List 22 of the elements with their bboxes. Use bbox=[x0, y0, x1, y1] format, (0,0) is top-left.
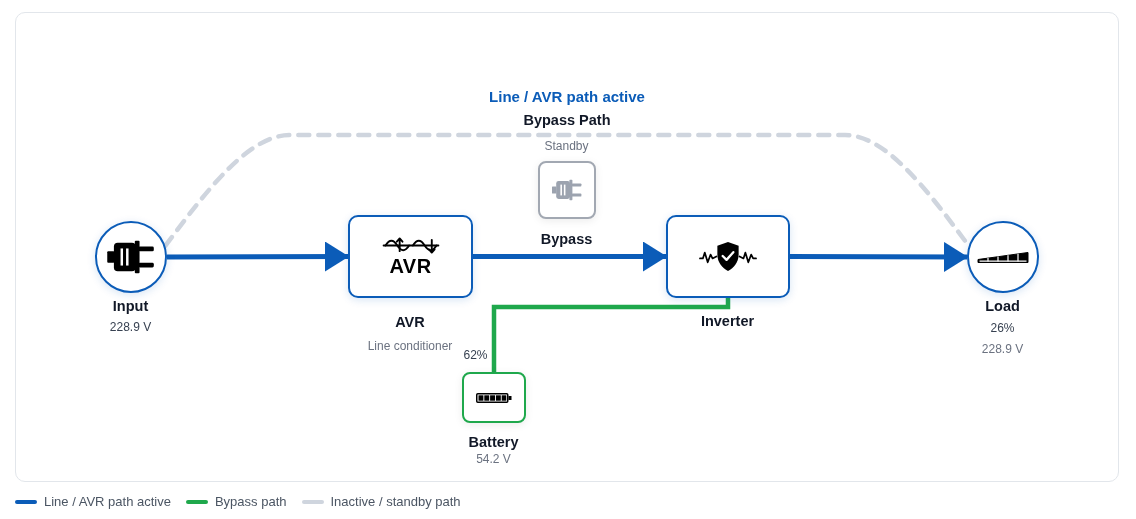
load-percent: 26% bbox=[990, 320, 1015, 335]
voltage-reading: 228.9 V bbox=[981, 341, 1024, 356]
arrow bbox=[473, 241, 667, 272]
legend-label: Inactive / standby path bbox=[330, 494, 461, 510]
arrow bbox=[790, 241, 968, 272]
node-label: Load bbox=[985, 297, 1020, 314]
node-label: AVR bbox=[395, 313, 425, 330]
node-label: Inverter bbox=[700, 312, 755, 329]
voltage-reading: 228.9 V bbox=[109, 319, 152, 334]
legend-label: Line / AVR path active bbox=[44, 494, 171, 510]
status-text: Standby bbox=[544, 138, 589, 153]
status-heading: Line / AVR path active bbox=[489, 88, 645, 106]
voltage-reading: 54.2 V bbox=[476, 451, 511, 466]
arrow bbox=[167, 241, 349, 272]
connector bbox=[491, 298, 731, 372]
node-label: Bypass bbox=[540, 230, 593, 247]
legend-label: Bypass path bbox=[214, 494, 287, 510]
charge-level: 62% bbox=[463, 347, 488, 362]
node-label: Input bbox=[112, 297, 149, 314]
box-label: AVR bbox=[389, 256, 432, 276]
node-caption: Line conditioner bbox=[367, 338, 453, 353]
node-label: Battery bbox=[468, 433, 519, 450]
